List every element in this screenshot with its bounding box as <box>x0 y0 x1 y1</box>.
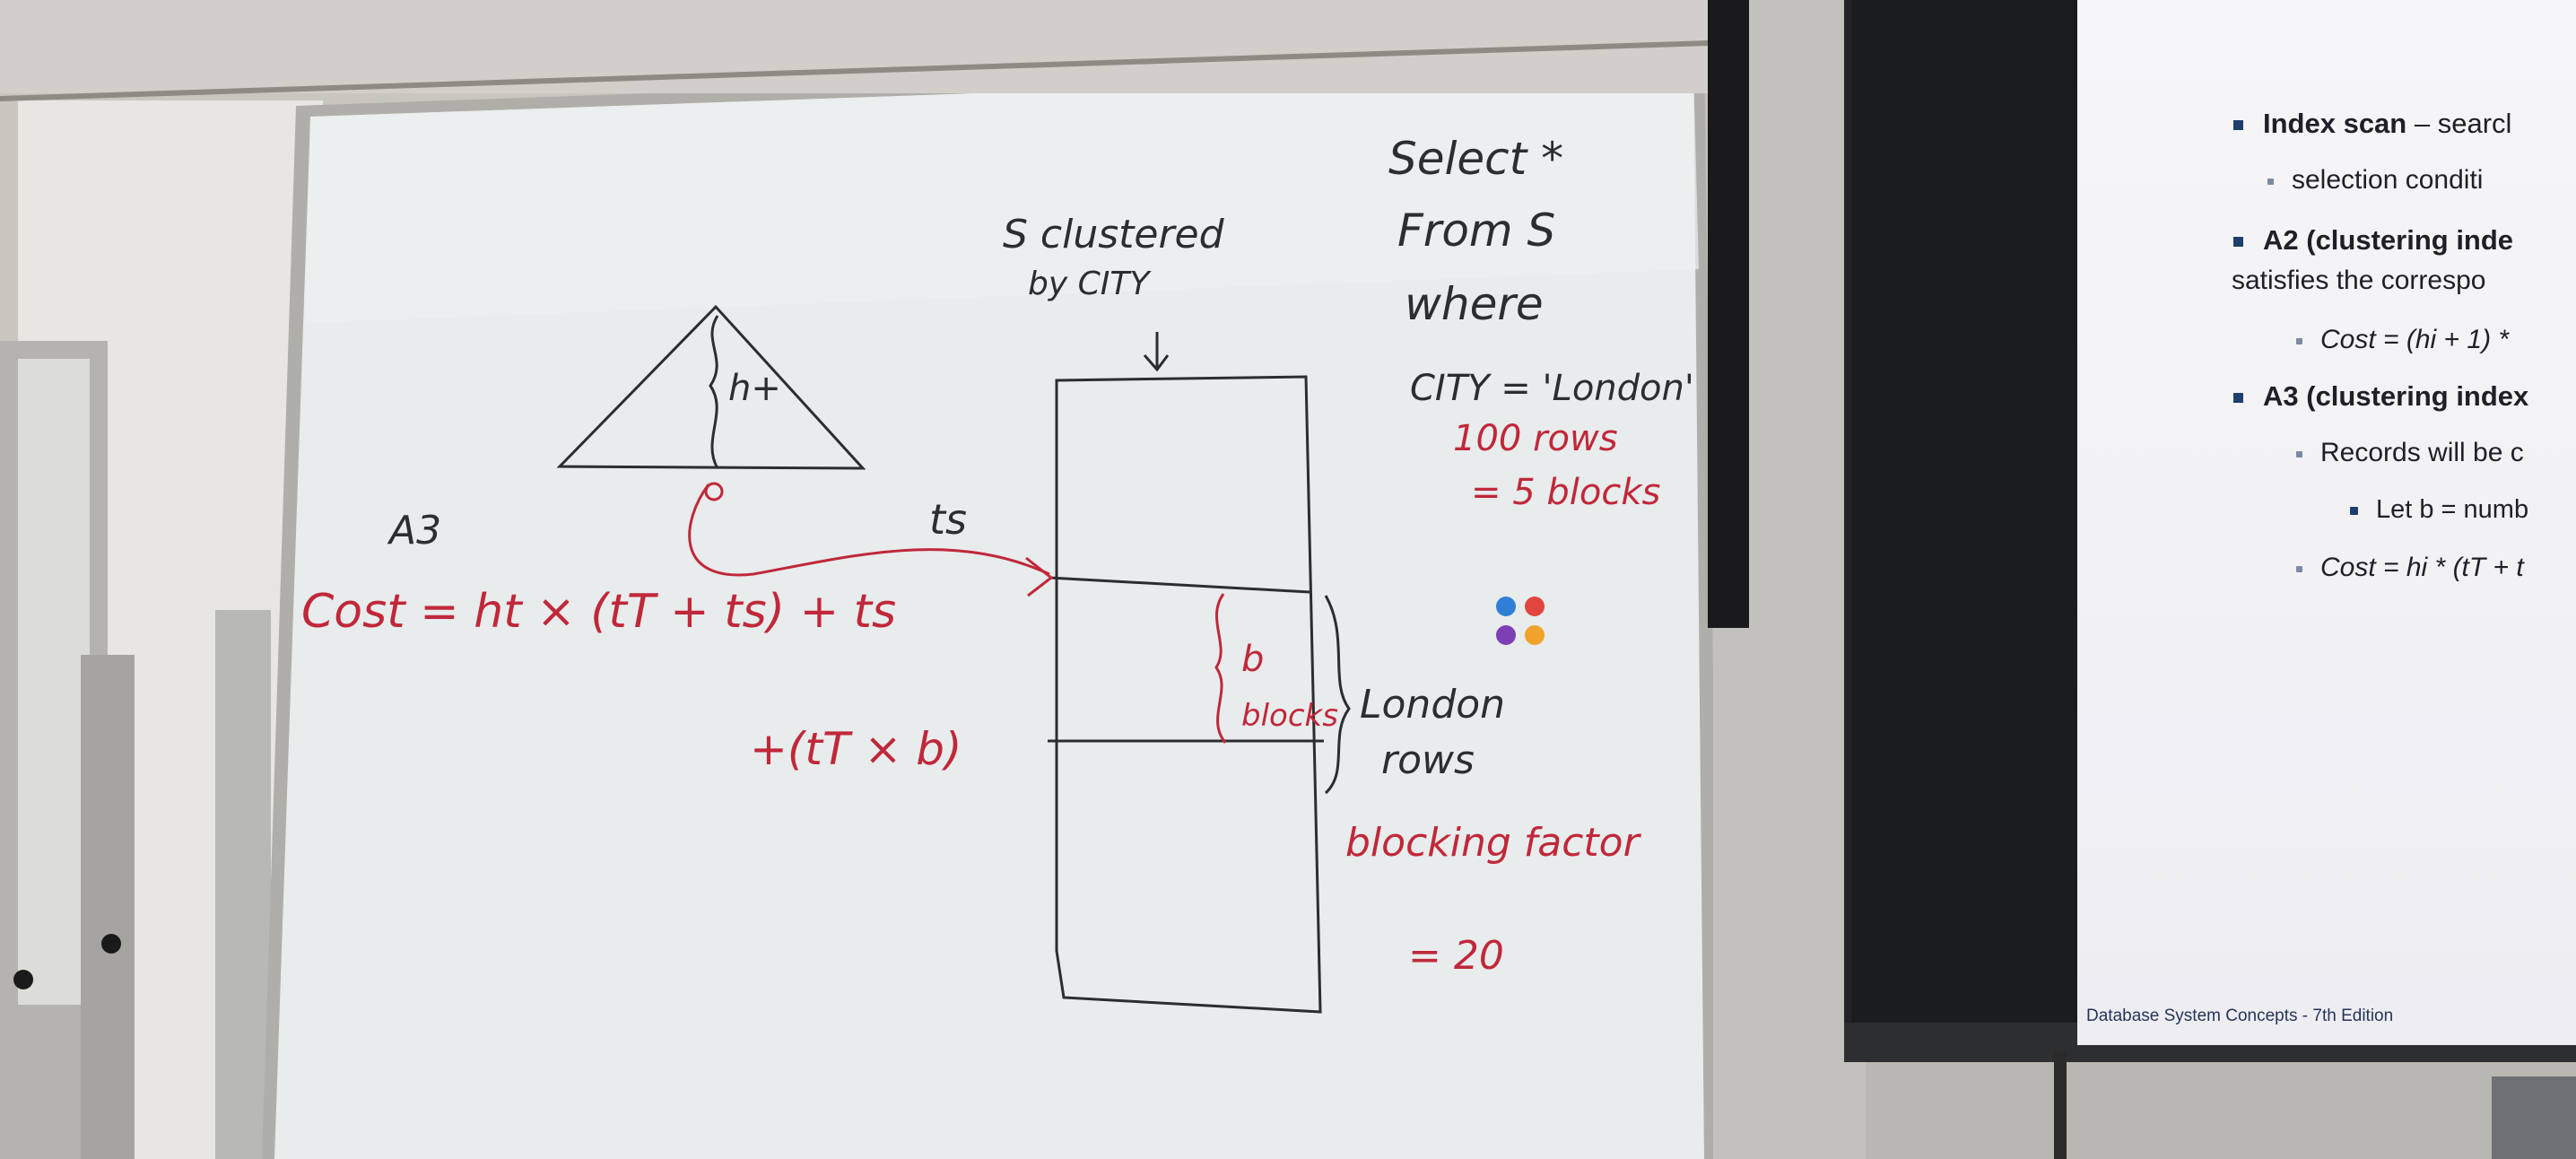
query-line-4: CITY = 'London' <box>1410 368 1694 409</box>
clustered-arrowhead <box>1143 354 1170 372</box>
bullet-dot-icon <box>2296 337 2302 344</box>
london-rows-brace <box>1324 595 1351 795</box>
index-leaf-node <box>704 482 724 501</box>
index-pointer-arrowhead <box>1025 556 1054 597</box>
bullet-square-icon <box>2233 393 2243 404</box>
london-rows-line-2: rows <box>1381 737 1475 783</box>
presentation-slide <box>2077 0 2576 1045</box>
tree-height-label: h+ <box>728 368 781 409</box>
slide-bullet-1: Index scan – searcl <box>2233 108 2511 140</box>
app-icon-dot <box>1525 597 1545 616</box>
left-panel <box>18 359 90 1005</box>
blocking-factor-line-1: blocking factor <box>1345 820 1640 866</box>
left-frame <box>81 655 135 1159</box>
slide-sub-3: Records will be c <box>2296 438 2524 468</box>
slide-sub-1: selection conditi <box>2267 165 2483 196</box>
query-line-2: From S <box>1397 205 1556 257</box>
whiteboard-surface <box>274 68 1704 1159</box>
b-blocks-brace <box>1214 593 1227 744</box>
bullet-square-small-icon <box>2350 506 2358 515</box>
blocks-label: blocks <box>1241 698 1338 734</box>
app-icon-dot <box>1496 625 1516 645</box>
slide-bullet-2: A2 (clustering inde <box>2233 224 2513 257</box>
ceiling-wall <box>0 0 1713 93</box>
bullet-square-icon <box>2233 237 2243 248</box>
monitor-stand <box>2054 1051 2067 1159</box>
a3-label: A3 <box>389 508 442 553</box>
whiteboard-glare <box>305 68 1699 323</box>
caster-wheel <box>101 934 121 954</box>
london-rows-line-1: London <box>1360 682 1506 728</box>
slide-subsub-1: Let b = numb <box>2350 495 2528 525</box>
table-rectangle <box>1055 375 1322 1014</box>
query-line-1: Select * <box>1388 133 1564 185</box>
rows-note-line-1: 100 rows <box>1453 418 1618 459</box>
bullet-square-icon <box>2233 120 2243 131</box>
monitor-mount <box>2492 1076 2576 1159</box>
board-stand-left <box>215 610 271 1159</box>
slide-bullet-3: A3 (clustering index <box>2233 380 2528 413</box>
b-label: b <box>1241 639 1265 680</box>
bullet-dot-icon <box>2296 565 2302 572</box>
ts-pointer-label: ts <box>929 495 968 544</box>
app-icon-dot <box>1525 625 1545 645</box>
monitor-dark-area <box>1851 0 2077 1023</box>
caster-wheel <box>13 970 33 989</box>
ceiling-rail <box>0 40 1710 101</box>
bullet-dot-icon <box>2296 450 2302 458</box>
index-tree-triangle <box>556 304 866 470</box>
cost-formula-extra: +(tT × b) <box>750 723 962 775</box>
slide-footer: Database System Concepts - 7th Edition <box>2086 1006 2394 1025</box>
index-pointer-curve <box>688 484 1050 577</box>
cost-formula: Cost = ht × (tT + ts) + ts <box>301 585 897 639</box>
slide-sub-2: Cost = (hi + 1) * <box>2296 325 2509 355</box>
bullet-dot-icon <box>2267 178 2274 185</box>
app-icon-dot <box>1496 597 1516 616</box>
blocking-factor-line-2: = 20 <box>1408 933 1504 979</box>
clustered-note-line-1: S clustered <box>1003 212 1224 257</box>
rows-note-line-2: = 5 blocks <box>1471 472 1661 513</box>
board-stand-right <box>1713 619 1751 1159</box>
slide-sub-4: Cost = hi * (tT + t <box>2296 553 2524 583</box>
height-brace <box>709 315 719 469</box>
monitor-left-post <box>1708 0 1749 628</box>
query-line-3: where <box>1405 278 1544 330</box>
table-divider-top <box>1049 576 1310 594</box>
slide-continuation: satisfies the correspo <box>2232 266 2486 295</box>
clustered-note-line-2: by CITY <box>1028 266 1150 302</box>
